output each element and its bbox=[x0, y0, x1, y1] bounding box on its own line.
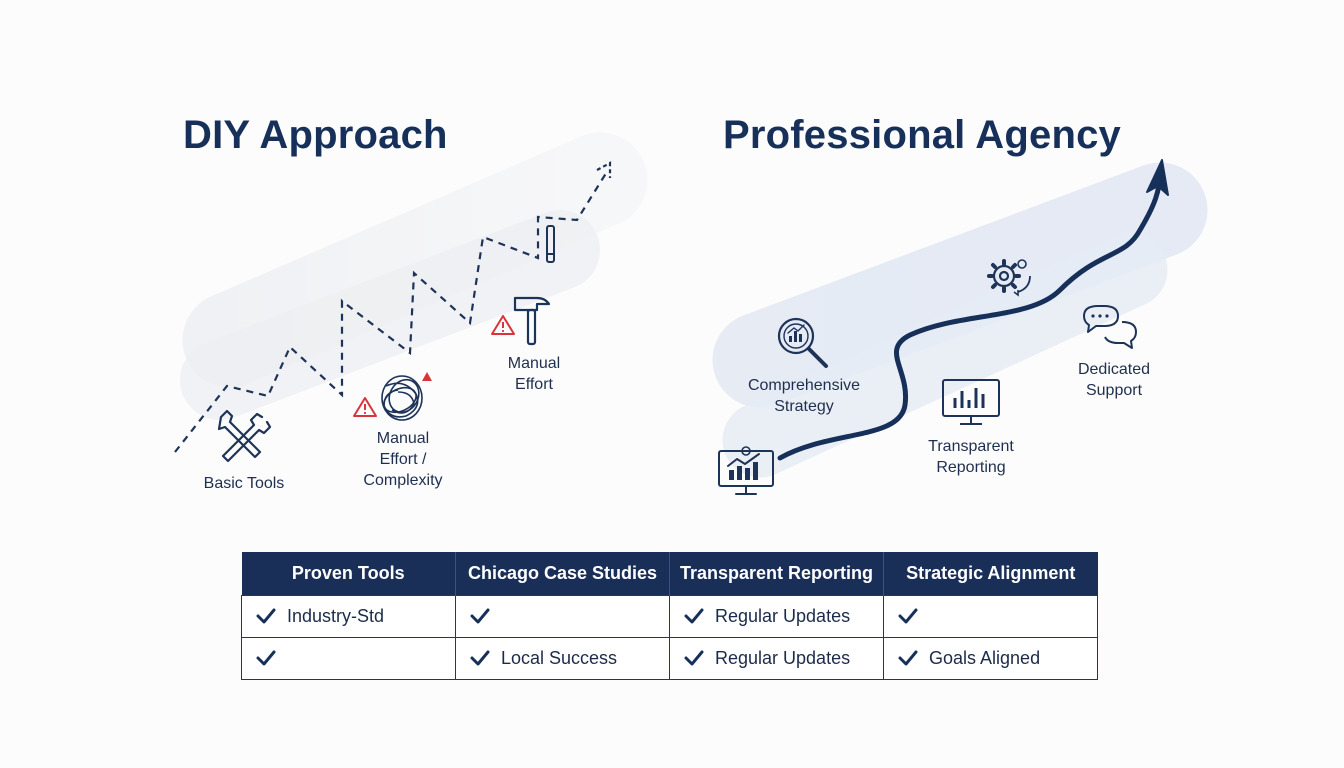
hammer-icon bbox=[513, 296, 551, 346]
diy-title: DIY Approach bbox=[183, 113, 448, 157]
table-cell: Goals Aligned bbox=[883, 637, 1098, 680]
gear-icon bbox=[987, 259, 1031, 297]
diy-background-band bbox=[180, 132, 648, 420]
table-header-row: Proven Tools Chicago Case Studies Transp… bbox=[241, 552, 1098, 596]
table-cell: Regular Updates bbox=[669, 595, 884, 638]
warning-icon bbox=[422, 372, 432, 381]
checkmark-icon bbox=[898, 650, 918, 666]
table-cell bbox=[883, 595, 1098, 638]
checkmark-icon bbox=[898, 608, 918, 624]
diy-dashed-path bbox=[174, 169, 609, 453]
checkmark-icon bbox=[684, 608, 704, 624]
comparison-table: Proven Tools Chicago Case Studies Transp… bbox=[241, 552, 1098, 680]
checkmark-icon bbox=[256, 608, 276, 624]
table-row: Industry-Std Regular Updates bbox=[241, 595, 1098, 638]
chat-bubbles-icon bbox=[1083, 305, 1137, 349]
table-header-cell: Proven Tools bbox=[241, 552, 456, 596]
table-header-cell: Transparent Reporting bbox=[669, 552, 884, 596]
table-cell: Regular Updates bbox=[669, 637, 884, 680]
agency-background-band bbox=[712, 162, 1208, 478]
label-manual-effort-complexity: Manual Effort / Complexity bbox=[363, 430, 443, 489]
warning-icon bbox=[491, 315, 515, 335]
table-cell-text: Goals Aligned bbox=[929, 648, 1041, 668]
checkmark-icon bbox=[470, 608, 490, 624]
magnifier-chart-icon bbox=[777, 317, 828, 368]
label-transparent-reporting: Transparent Reporting bbox=[928, 438, 1014, 476]
pencil-icon bbox=[546, 225, 555, 263]
table-cell-text: Regular Updates bbox=[715, 648, 851, 668]
table-cell-text: Regular Updates bbox=[715, 606, 851, 626]
table-cell-text: Industry-Std bbox=[287, 606, 385, 626]
table-cell: Local Success bbox=[455, 637, 670, 680]
table-cell bbox=[241, 637, 456, 680]
table-cell-text: Local Success bbox=[501, 648, 618, 668]
agency-title: Professional Agency bbox=[723, 113, 1121, 157]
wrench-screwdriver-icon bbox=[217, 409, 272, 463]
table-header-cell: Strategic Alignment bbox=[883, 552, 1098, 596]
tangled-scribble-icon bbox=[381, 375, 423, 421]
warning-icon bbox=[353, 397, 377, 417]
upward-arrow-icon bbox=[1146, 159, 1169, 196]
label-dedicated-support: Dedicated Support bbox=[1077, 361, 1151, 399]
checkmark-icon bbox=[256, 650, 276, 666]
table-cell bbox=[455, 595, 670, 638]
diy-path-arrowhead bbox=[596, 161, 612, 178]
table-cell: Industry-Std bbox=[241, 595, 456, 638]
monitor-chart-icon bbox=[718, 446, 774, 495]
checkmark-icon bbox=[684, 650, 704, 666]
label-comprehensive-strategy: Comprehensive Strategy bbox=[747, 377, 861, 415]
monitor-chart-icon bbox=[942, 379, 1000, 425]
label-basic-tools: Basic Tools bbox=[203, 475, 285, 492]
table-header-cell: Chicago Case Studies bbox=[455, 552, 670, 596]
agency-growth-path bbox=[777, 169, 1163, 461]
checkmark-icon bbox=[470, 650, 490, 666]
table-row: Local Success Regular Updates Goals Aligne… bbox=[241, 637, 1098, 680]
label-manual-effort: Manual Effort bbox=[507, 355, 561, 393]
